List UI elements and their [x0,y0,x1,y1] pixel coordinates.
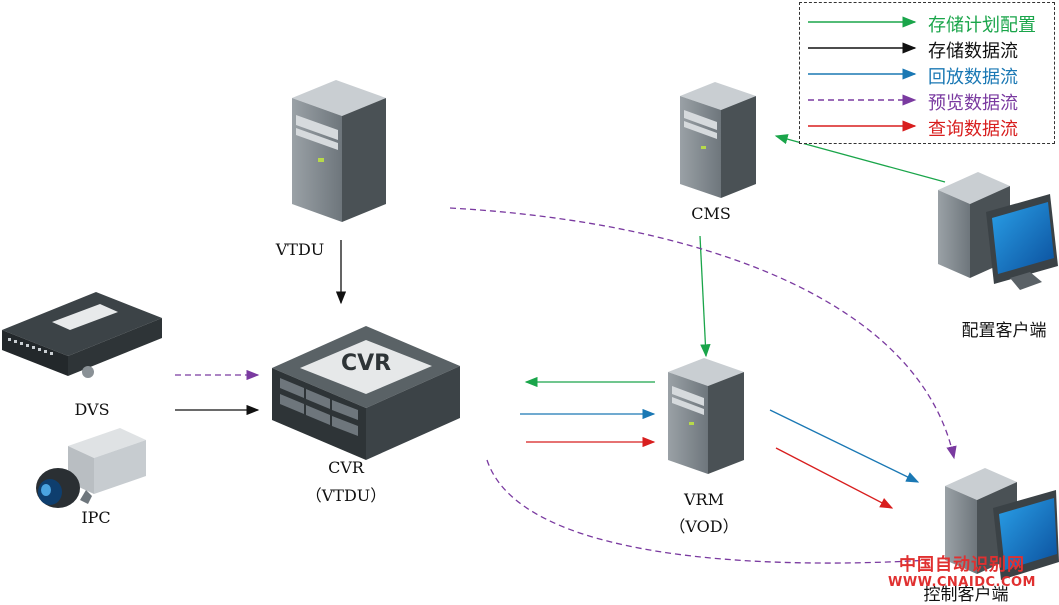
ipc-camera-icon [36,428,146,508]
watermark-cn: 中国自动识别网 [899,555,1025,575]
dvs-label: DVS [74,400,110,419]
legend-item: 存储计划配置 [800,9,1056,36]
legend-label: 查询数据流 [928,119,1018,140]
legend-line [808,16,917,28]
cvr-sub-label: （VTDU） [305,486,387,505]
legend-item: 回放数据流 [800,61,1056,88]
dvs-device-icon [2,292,162,378]
cvr-label: CVR [328,458,364,477]
cvr-storage-icon [272,326,460,460]
cvr-to-control-client-preview-curve [486,459,931,564]
legend-line [808,68,917,80]
legend-item: 存储数据流 [800,35,1056,62]
vrm-sub-label: （VOD） [669,517,739,536]
control-client-label: 控制客户端 [923,585,1009,605]
legend-line [808,94,917,106]
legend-item: 预览数据流 [800,87,1056,114]
cvr-box-text: CVR [340,351,392,376]
vrm-to-control-client-playback-arrow [769,409,920,483]
cms-to-vrm-arrow [699,235,711,358]
vrm-server-icon [668,358,744,474]
legend-label: 存储计划配置 [928,15,1036,36]
legend-line [808,120,917,132]
legend-item: 查询数据流 [800,113,1056,140]
ipc-label: IPC [81,508,111,527]
watermark: 中国自动识别网 WWW.CNAIDC.COM [886,550,1038,590]
legend-label: 存储数据流 [928,41,1018,62]
vtdu-server-icon [292,80,386,222]
control-client-computer-icon [945,468,1059,580]
vtdu-label: VTDU [275,240,325,259]
config-client-label: 配置客户端 [961,321,1047,341]
watermark-url: WWW.CNAIDC.COM [887,575,1036,590]
cms-label: CMS [691,204,731,223]
legend-line [808,42,917,54]
legend: 存储计划配置 存储数据流 回放数据流 预览数据流 查询数据流 [799,2,1055,144]
cms-server-icon [680,82,756,198]
vrm-label: VRM [684,490,724,509]
legend-label: 回放数据流 [928,67,1018,88]
config-client-computer-icon [938,172,1058,290]
vtdu-to-control-client-preview-curve [449,207,957,460]
legend-label: 预览数据流 [928,93,1018,114]
vrm-to-control-client-query-arrow [775,447,894,509]
